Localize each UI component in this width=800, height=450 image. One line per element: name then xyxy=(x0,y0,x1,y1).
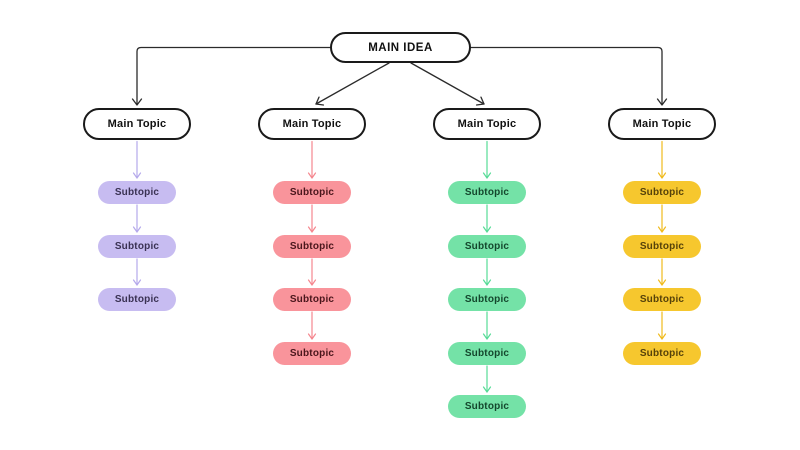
subtopic-node[interactable]: Subtopic xyxy=(273,181,351,204)
subtopic-node[interactable]: Subtopic xyxy=(623,181,701,204)
subtopic-node[interactable]: Subtopic xyxy=(98,181,176,204)
subtopic-node[interactable]: Subtopic xyxy=(623,235,701,258)
subtopic-node[interactable]: Subtopic xyxy=(448,395,526,418)
main-topic-node-1[interactable]: Main Topic xyxy=(83,108,191,140)
subtopic-node[interactable]: Subtopic xyxy=(98,288,176,311)
main-topic-node-4[interactable]: Main Topic xyxy=(608,108,716,140)
subtopic-node[interactable]: Subtopic xyxy=(448,181,526,204)
subtopic-node[interactable]: Subtopic xyxy=(623,342,701,365)
subtopic-node[interactable]: Subtopic xyxy=(448,235,526,258)
subtopic-node[interactable]: Subtopic xyxy=(273,235,351,258)
subtopic-node[interactable]: Subtopic xyxy=(448,342,526,365)
main-topic-node-3[interactable]: Main Topic xyxy=(433,108,541,140)
subtopic-node[interactable]: Subtopic xyxy=(273,288,351,311)
subtopic-node[interactable]: Subtopic xyxy=(448,288,526,311)
main-topic-node-2[interactable]: Main Topic xyxy=(258,108,366,140)
subtopic-node[interactable]: Subtopic xyxy=(273,342,351,365)
main-idea-node[interactable]: MAIN IDEA xyxy=(330,32,471,63)
subtopic-node[interactable]: Subtopic xyxy=(98,235,176,258)
subtopic-node[interactable]: Subtopic xyxy=(623,288,701,311)
